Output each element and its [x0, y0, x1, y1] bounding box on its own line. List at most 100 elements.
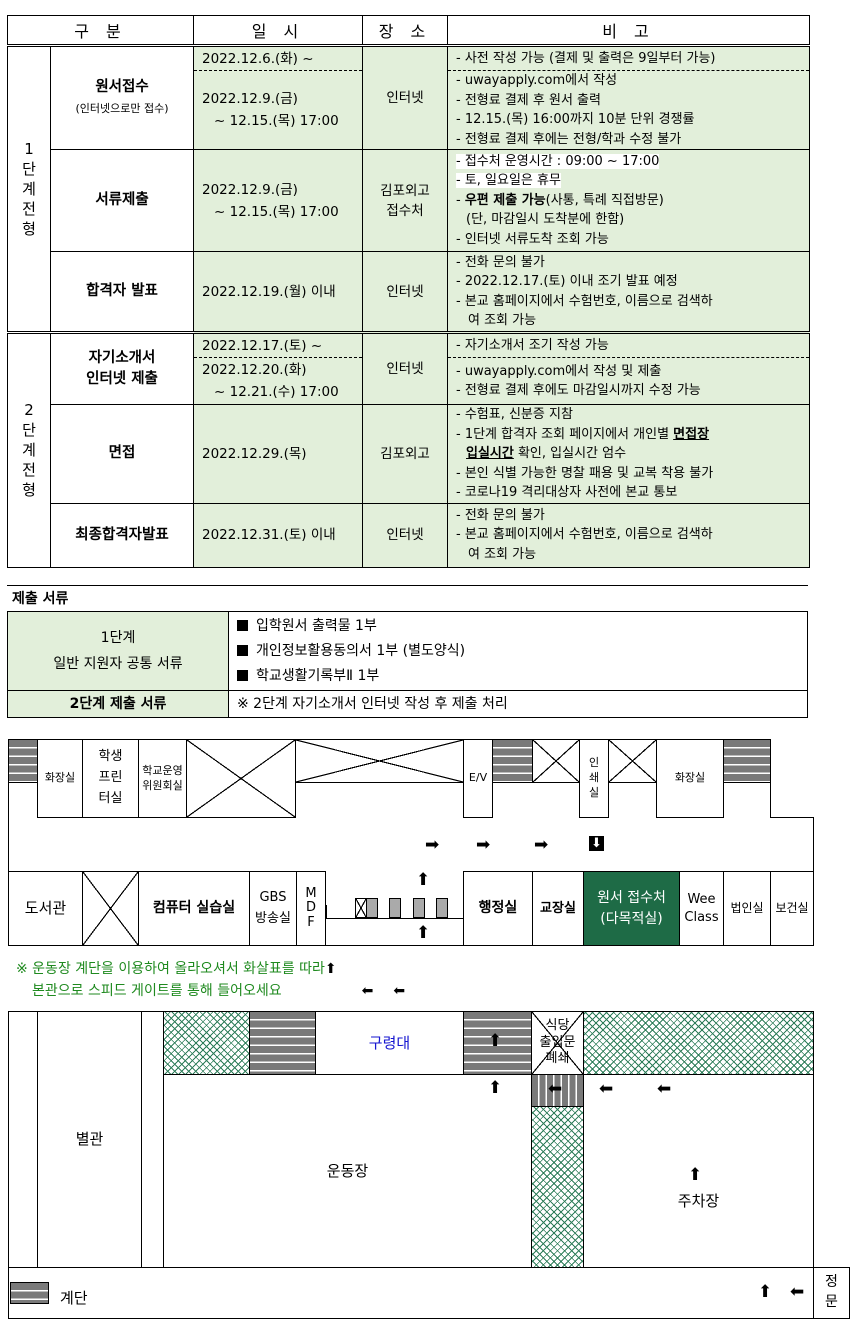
note-line: - 2022.12.17.(토) 이내 조기 발표 예정 [456, 274, 678, 289]
path [141, 1011, 164, 1268]
note-text: - 1단계 합격자 조회 페이지에서 개인별 [456, 426, 674, 442]
room-corporation: 법인실 [723, 871, 771, 946]
closed-area [186, 739, 296, 818]
note-line: - 자기소개서 조기 작성 가능 [456, 337, 609, 353]
closed-area [295, 739, 464, 783]
row-final-result: 최종합격자발표 [50, 502, 194, 568]
note-line: - 전형료 결제 후에는 전형/학과 수정 불가 [456, 131, 682, 147]
arrow-left-icon: ⬅ [790, 1282, 805, 1302]
note-line: - 전화 문의 불가 [456, 254, 545, 270]
date-cell: 2022.12.29.(목) [193, 404, 363, 504]
header-row: 구 분 일 시 장 소 비 고 [7, 15, 810, 47]
closed-area [608, 739, 657, 783]
note-cell: - uwayapply.com에서 작성 및 제출 - 전형료 결제 후에도 마… [447, 357, 810, 405]
note-line: 여 조회 가능 [468, 313, 537, 328]
room-admin: 행정실 [463, 871, 533, 946]
stage-2-label: 2 단 계 전 형 [7, 331, 51, 568]
note-line: - 접수처 운영시간 : 09:00 ~ 17:00 [456, 153, 660, 169]
place-line: 접수처 [386, 202, 424, 219]
schedule-table: 구 분 일 시 장 소 비 고 1 단 계 전 형 원서접수(인터넷으로만 접수… [7, 15, 810, 568]
arrow-up-icon: ⬆ [416, 870, 431, 890]
annex-building: 별관 [37, 1011, 142, 1268]
header-category: 구 분 [7, 15, 194, 47]
lawn [583, 1011, 814, 1075]
category-label: 자기소개서 [88, 350, 156, 366]
note-line: - uwayapply.com에서 작성 및 제출 [456, 363, 662, 379]
date-cell: 2022.12.20.(화)~ 12.21.(수) 17:00 [193, 357, 363, 405]
note-cell: - 수험표, 신분증 지참 - 1단계 합격자 조회 페이지에서 개인별 면접장… [447, 404, 810, 504]
date-cell: 2022.12.31.(토) 이내 [193, 502, 363, 568]
note-line: - 사전 작성 가능 (결제 및 출력은 9일부터 가능) [456, 50, 716, 66]
room-toilet-right: 화장실 [656, 739, 724, 818]
arrow-left-icon: ⬅ [393, 983, 406, 999]
doc-item: 학교생활기록부Ⅱ 1부 [237, 664, 807, 689]
legend-stairs-label: 계단 [60, 1289, 88, 1307]
date-end: ~ 12.15.(목) 17:00 [214, 203, 339, 220]
legend-stairs-icon [10, 1282, 49, 1304]
date-cell: 2022.12.19.(월) 이내 [193, 251, 363, 333]
stairs [492, 739, 533, 783]
wall [8, 945, 814, 946]
directions-note: ※ 운동장 계단을 이용하여 올라오셔서 화살표를 따라⬆ 본관으로 스피드 게… [16, 958, 405, 1002]
note-cell: - 자기소개서 조기 작성 가능 [447, 331, 810, 358]
wall [770, 817, 814, 818]
arrow-left-icon: ⬅ [599, 1079, 614, 1099]
arrow-up-icon: ⬆ [758, 1282, 773, 1302]
bullet-square-icon [237, 669, 248, 681]
sports-field: 운동장 [163, 1074, 532, 1268]
note-line: - 토, 일요일은 휴무 [456, 173, 561, 189]
stage2-docs-label: 2단계 제출 서류 [7, 690, 229, 718]
note-line: 입실시간 확인, 입실시간 엄수 [456, 444, 805, 464]
note-line: - 12.15.(목) 16:00까지 10분 단위 경쟁률 [456, 112, 695, 127]
doc-item-text: 입학원서 출력물 1부 [256, 617, 377, 634]
room-library: 도서관 [8, 871, 83, 946]
date-end: ~ 12.21.(수) 17:00 [214, 384, 339, 400]
room-toilet-left: 화장실 [37, 739, 83, 818]
stair-base [326, 905, 327, 918]
divider [7, 585, 808, 586]
label-line: 1단계 [100, 630, 136, 646]
arrow-right-icon: ➡ [534, 835, 549, 855]
bullet-square-icon [237, 619, 248, 631]
note-line: - 1단계 합격자 조회 페이지에서 개인별 면접장 [456, 425, 805, 445]
room-computer-lab: 컴퓨터 실습실 [138, 871, 250, 946]
doc-item-text: 개인정보활용동의서 1부 (별도양식) [256, 642, 466, 659]
note-emphasis: 면접장 [673, 426, 710, 442]
category-sub: (인터넷으로만 접수) [75, 102, 169, 115]
doc-item-text: 학교생활기록부Ⅱ 1부 [256, 667, 380, 684]
directions-text: 본관으로 스피드 게이트를 통해 들어오세요 [32, 983, 282, 999]
arrow-down-icon: ⬇ [589, 836, 604, 851]
speed-gate [413, 898, 425, 918]
note-line: (단, 마감일시 도착분에 한함) [466, 212, 625, 228]
note-line: - 인터넷 서류도착 조회 가능 [456, 231, 609, 247]
room-committee: 학교운영 위원회실 [138, 739, 187, 818]
room-broadcast: GBS 방송실 [249, 871, 297, 946]
stair-base [326, 918, 463, 919]
date-end: ~ 12.15.(목) 17:00 [214, 113, 339, 129]
main-gate: 정 문 [813, 1267, 850, 1319]
row-application: 원서접수(인터넷으로만 접수) [50, 45, 194, 150]
note-line: - 수험표, 신분증 지참 [456, 407, 573, 422]
arrow-up-icon: ⬆ [688, 1165, 703, 1185]
arrow-up-icon: ⬆ [488, 1078, 503, 1098]
closed-area [532, 739, 580, 783]
closed-area [82, 871, 139, 946]
row-interview: 면접 [50, 404, 194, 504]
note-cell: - 접수처 운영시간 : 09:00 ~ 17:00 - 토, 일요일은 휴무 … [447, 149, 810, 252]
room-print: 인 쇄 실 [579, 739, 609, 818]
podium: 구령대 [315, 1011, 464, 1075]
speed-gate [389, 898, 401, 918]
directions-text: ※ 운동장 계단을 이용하여 올라오셔서 화살표를 따라 [16, 961, 325, 977]
arrow-right-icon: ➡ [476, 835, 491, 855]
cafeteria-entrance-closed: 식당 출입문 폐쇄 [531, 1011, 584, 1075]
stairs [8, 739, 38, 783]
room-mdf: M D F [296, 871, 326, 946]
stage-1-label: 1 단 계 전 형 [7, 45, 51, 333]
header-datetime: 일 시 [193, 15, 363, 47]
date-cell: 2022.12.17.(토) ~ [193, 331, 363, 358]
speed-gate [366, 898, 378, 918]
directions-line: ※ 운동장 계단을 이용하여 올라오셔서 화살표를 따라⬆ [16, 958, 405, 980]
